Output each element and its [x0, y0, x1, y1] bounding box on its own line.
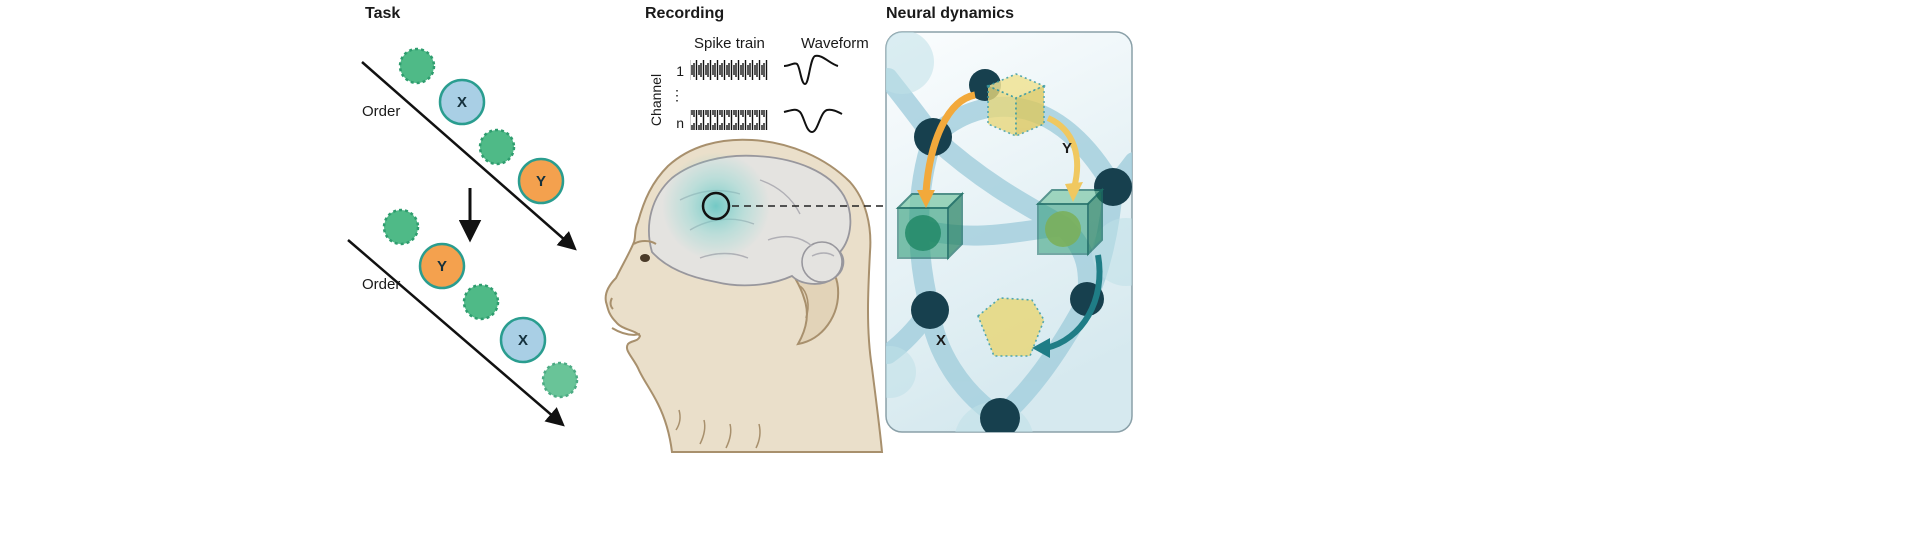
waveform-chn [783, 108, 843, 134]
eye [640, 254, 650, 262]
stimulus-x-label: X [518, 332, 528, 349]
stimulus-x-label: X [457, 94, 467, 111]
stimulus-circle-green [541, 361, 579, 399]
channel-n-label: n [676, 115, 684, 131]
stimulus-circle-green [462, 283, 500, 321]
waveform-label: Waveform [801, 35, 869, 52]
neural-dynamics-panel: Neural dynamics [885, 5, 1133, 433]
channel-ellipsis: ⋮ [670, 87, 684, 103]
recording-panel-title: Recording [645, 5, 724, 22]
stimulus-y-label: Y [437, 258, 447, 275]
inner-ear-line [799, 285, 809, 319]
nostril [609, 297, 614, 310]
stimulus-circle-green [398, 47, 436, 85]
recording-site-glow [662, 152, 770, 260]
state-cube-right [1035, 187, 1105, 257]
task-panel-title: Task [365, 5, 400, 22]
cerebellum [801, 241, 843, 283]
stimulus-circle-y [517, 157, 565, 205]
order-arrow-1 [361, 61, 577, 251]
recording-site-circle [701, 191, 731, 221]
dynamics-y-label: Y [1062, 140, 1072, 157]
channel-axis-label: Channel [648, 74, 664, 126]
dynamics-x-label: X [936, 332, 946, 349]
spike-train-label: Spike train [694, 35, 765, 52]
stimulus-circle-x [438, 78, 486, 126]
order-label-1: Order [362, 103, 400, 120]
stimulus-circle-green [478, 128, 516, 166]
state-cube-y [985, 73, 1047, 138]
state-shape-x [977, 297, 1045, 357]
order-label-2: Order [362, 276, 400, 293]
task-panel: Task Order X Y Order Y X [347, 5, 579, 427]
recording-panel: Recording Spike train Waveform Channel 1… [604, 5, 886, 453]
stimulus-circle-green [382, 208, 420, 246]
mouth-line [611, 327, 641, 336]
brow-line [633, 240, 657, 245]
spike-train-raster-ch1 [690, 60, 768, 80]
waveform-ch1 [783, 54, 839, 86]
monkey-head [604, 138, 886, 453]
state-space-web: Y X [886, 32, 1132, 432]
neural-dynamics-title: Neural dynamics [886, 5, 1014, 22]
fur-strokes [675, 409, 761, 449]
order-arrow-2 [347, 239, 565, 427]
stimulus-y-label: Y [536, 173, 546, 190]
spike-train-raster-chn [690, 110, 768, 130]
stimulus-circle-y [418, 242, 466, 290]
transition-arrows [917, 91, 1103, 358]
state-cube-left [895, 191, 965, 261]
stimulus-circle-x [499, 316, 547, 364]
channel-1-label: 1 [676, 63, 684, 79]
